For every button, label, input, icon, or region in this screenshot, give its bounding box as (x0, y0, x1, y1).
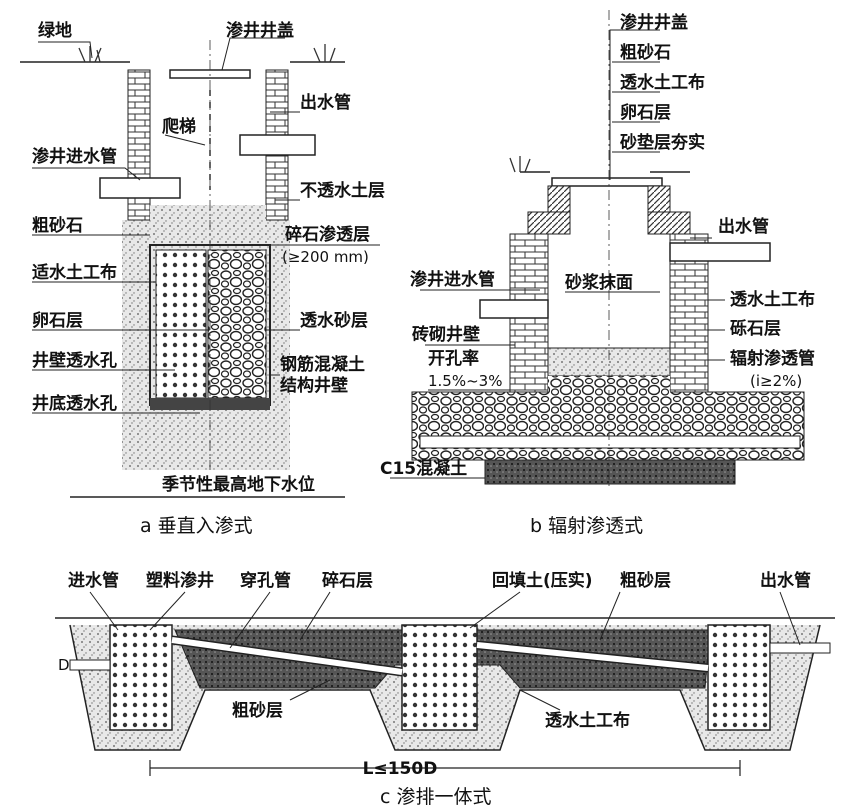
label-diameter: D (58, 656, 70, 674)
label-concrete: C15混凝土 (380, 458, 467, 479)
label-rc-wall-1: 钢筋混凝土 (280, 354, 365, 375)
caption-b: b 辐射渗透式 (530, 515, 643, 537)
label-coarse-sand-c: 粗砂层 (620, 570, 671, 591)
label-rc-wall-2: 结构井壁 (280, 375, 348, 396)
label-pebble-layer-b: 卵石层 (620, 102, 671, 123)
label-inlet-pipe-b: 渗井进水管 (410, 269, 495, 290)
label-ladder: 爬梯 (162, 116, 196, 137)
label-impermeable-soil: 不透水土层 (300, 180, 385, 201)
label-mortar: 砂浆抹面 (565, 272, 633, 293)
label-plastic-well: 塑料渗井 (146, 570, 214, 591)
label-gravel-layer-note: (≥200 mm) (282, 248, 369, 266)
label-outlet-pipe-b: 出水管 (718, 216, 769, 237)
panel-c: 进水管 塑料渗井 穿孔管 碎石层 回填土(压实) 粗砂层 出水管 D 粗砂层 透… (55, 570, 835, 808)
label-well-cover-a: 渗井井盖 (226, 20, 294, 41)
label-permeable-sand: 透水砂层 (300, 310, 368, 331)
label-inlet-pipe-a: 渗井进水管 (32, 146, 117, 167)
caption-c: c 渗排一体式 (380, 786, 492, 808)
panel-a: 绿地 渗井井盖 出水管 爬梯 渗井进水管 不透水土层 粗砂石 碎石渗透层 (≥2… (20, 20, 385, 537)
label-geotextile-a: 适水土工布 (32, 262, 117, 283)
label-sand-cushion: 砂垫层夯实 (620, 132, 705, 153)
label-slope: (i≥2%) (750, 372, 802, 390)
label-gravel-layer-a: 碎石渗透层 (285, 224, 370, 245)
panel-b: 渗井井盖 粗砂石 透水土工布 卵石层 砂垫层夯实 出水管 渗井进水管 砂浆抹面 … (380, 10, 815, 537)
label-gravel-b: 砾石层 (730, 318, 781, 339)
label-gravel-layer-c: 碎石层 (322, 570, 373, 591)
label-well-cover-b: 渗井井盖 (620, 12, 688, 33)
caption-a: a 垂直入渗式 (140, 515, 253, 537)
label-green-land: 绿地 (38, 20, 72, 41)
label-open-rate: 开孔率 (428, 348, 479, 369)
label-wall-holes: 井壁透水孔 (32, 350, 117, 371)
label-geotextile-b2: 透水土工布 (730, 289, 815, 310)
label-groundwater: 季节性最高地下水位 (162, 474, 315, 495)
label-coarse-sand-b: 粗砂石 (620, 42, 671, 63)
label-perforated-pipe: 穿孔管 (240, 570, 291, 591)
label-pebble-layer-a: 卵石层 (32, 310, 83, 331)
label-geotextile-c: 透水土工布 (545, 710, 630, 731)
label-open-rate-val: 1.5%~3% (428, 372, 502, 390)
label-inlet-pipe-c: 进水管 (68, 570, 119, 591)
label-outlet-pipe-a: 出水管 (300, 92, 351, 113)
label-geotextile-b: 透水土工布 (620, 72, 705, 93)
label-outlet-pipe-c: 出水管 (760, 570, 811, 591)
label-coarse-sand-a: 粗砂石 (32, 215, 83, 236)
label-backfill: 回填土(压实) (492, 570, 593, 591)
label-radial-pipe: 辐射渗透管 (730, 348, 815, 369)
label-coarse-sand-c2: 粗砂层 (232, 700, 283, 721)
label-brick-wall: 砖砌井壁 (412, 324, 480, 345)
label-bottom-holes: 井底透水孔 (32, 393, 117, 414)
label-spacing: L≤150D (363, 759, 438, 779)
